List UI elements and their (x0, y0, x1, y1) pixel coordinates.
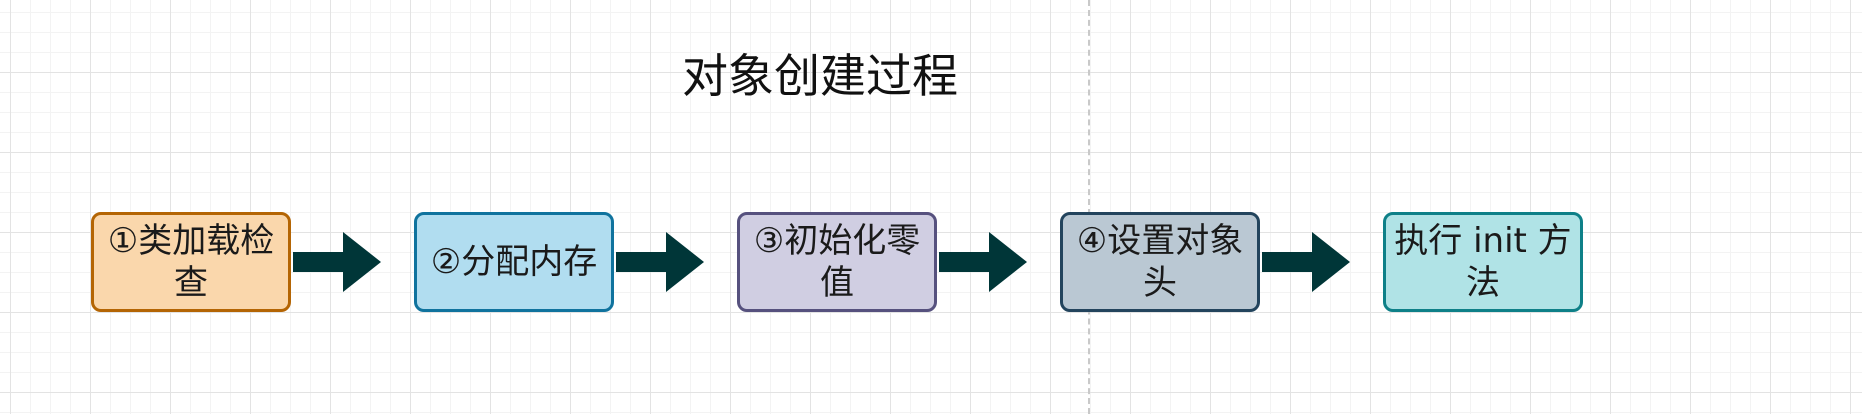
arrow-right-icon (616, 232, 704, 292)
arrow-right-icon (293, 232, 381, 292)
arrow-right-icon (939, 232, 1027, 292)
step-class-loading-check[interactable]: ①类加载检查 (91, 212, 291, 312)
step-set-object-header[interactable]: ④设置对象头 (1060, 212, 1260, 312)
page-divider (1088, 0, 1090, 414)
step-label: 执行 init 方法 (1394, 221, 1572, 303)
step-execute-init-method[interactable]: 执行 init 方法 (1383, 212, 1583, 312)
arrow-right-icon (1262, 232, 1350, 292)
step-label: ①类加载检查 (107, 221, 275, 303)
step-label: ④设置对象头 (1076, 221, 1244, 303)
step-label: ②分配内存 (430, 242, 598, 282)
diagram-title: 对象创建过程 (682, 49, 958, 103)
step-label: ③初始化零值 (753, 221, 921, 303)
step-initialize-zero-values[interactable]: ③初始化零值 (737, 212, 937, 312)
step-allocate-memory[interactable]: ②分配内存 (414, 212, 614, 312)
